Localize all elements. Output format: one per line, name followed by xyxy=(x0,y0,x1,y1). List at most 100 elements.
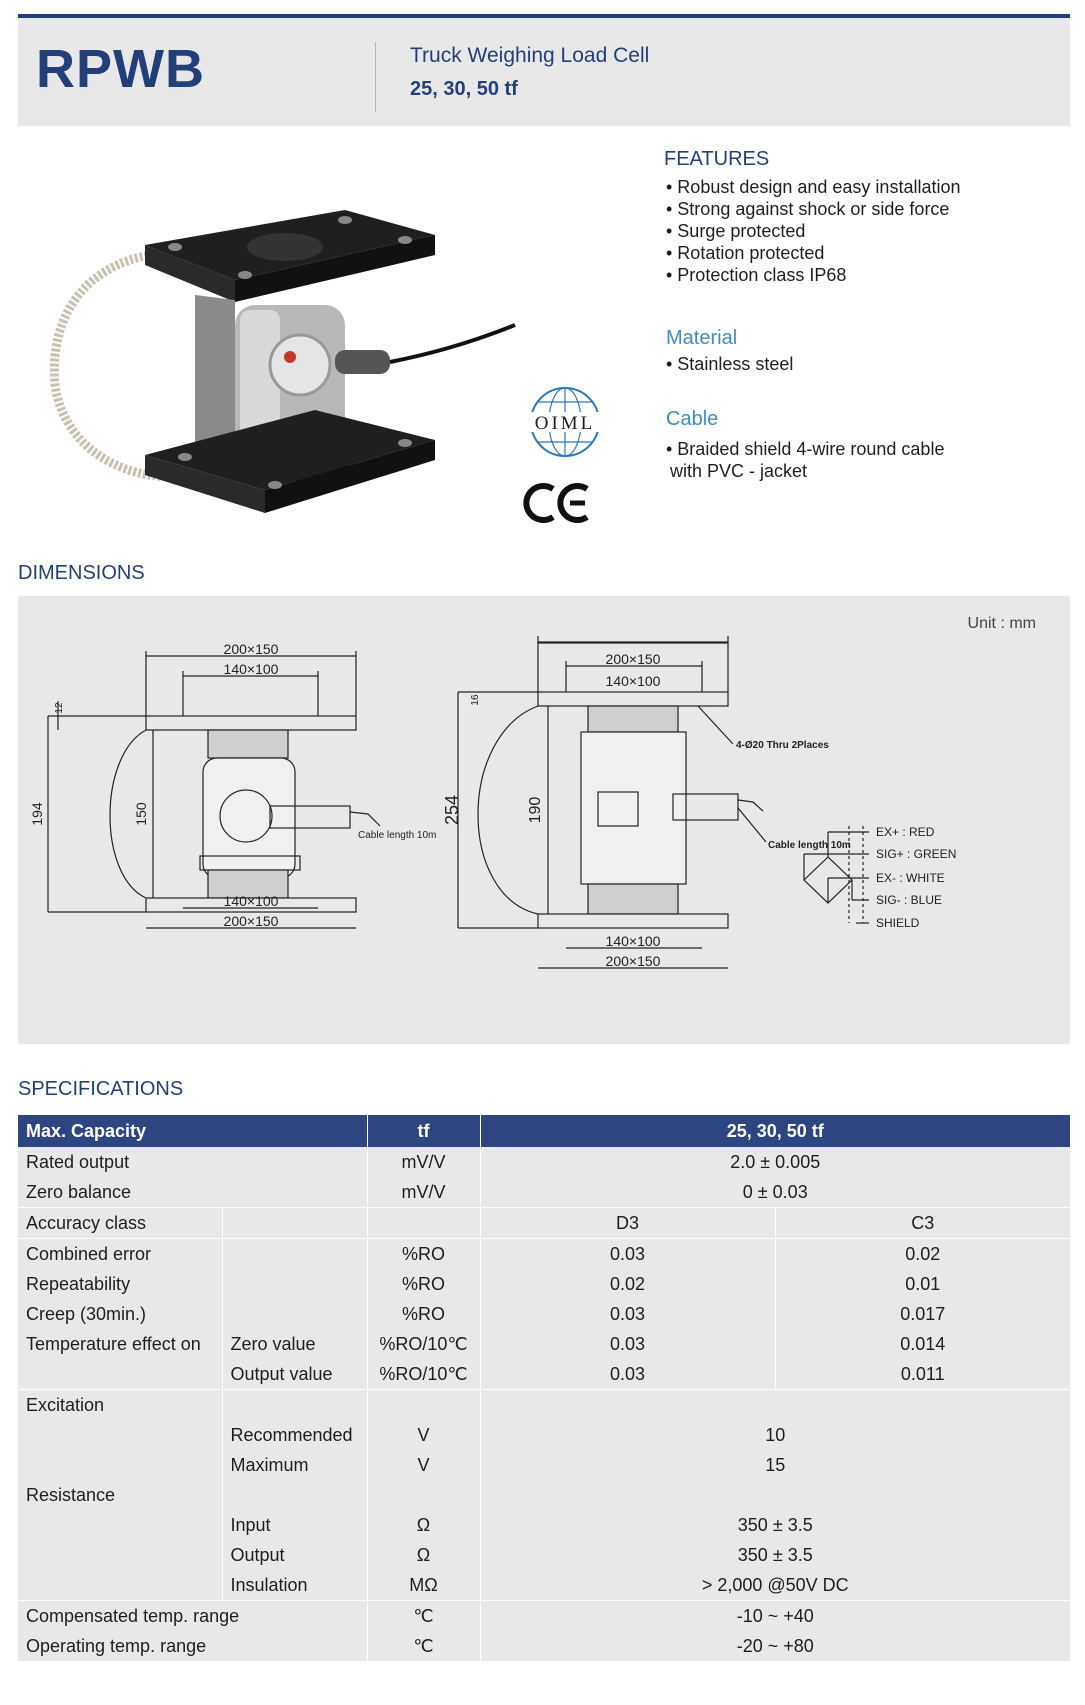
resistance-insulation-value: > 2,000 @50V DC xyxy=(479,1570,1070,1601)
temp-zero-unit: %RO/10℃ xyxy=(366,1329,480,1359)
temp-zero-c3: 0.014 xyxy=(774,1329,1070,1359)
wire-ex-plus: EX+ : RED xyxy=(876,825,935,839)
table-cell-empty xyxy=(221,1269,367,1299)
repeatability-c3: 0.01 xyxy=(774,1269,1070,1299)
table-cell-empty xyxy=(18,1359,222,1390)
temp-output-c3: 0.011 xyxy=(774,1359,1070,1390)
product-photo xyxy=(49,210,516,513)
repeatability-label: Repeatability xyxy=(18,1269,222,1299)
table-cell-empty xyxy=(221,1207,367,1239)
operating-temp-label: Operating temp. range xyxy=(18,1631,367,1661)
resistance-insulation-unit: MΩ xyxy=(366,1570,480,1601)
rated-output-unit: mV/V xyxy=(366,1147,480,1177)
table-row: Creep (30min.) %RO 0.03 0.017 xyxy=(18,1299,1070,1329)
table-cell-empty xyxy=(18,1540,222,1570)
temp-output-d3: 0.03 xyxy=(479,1359,775,1390)
capacity-line: 25, 30, 50 tf xyxy=(410,78,518,100)
dimensions-heading: DIMENSIONS xyxy=(18,562,145,584)
specifications-table: Max. Capacity tf 25, 30, 50 tf Rated out… xyxy=(18,1115,1070,1661)
combined-error-d3: 0.03 xyxy=(479,1238,775,1269)
features-heading: FEATURES xyxy=(664,148,770,170)
header-divider xyxy=(375,42,376,112)
table-row: Zero balance mV/V 0 ± 0.03 xyxy=(18,1177,1070,1208)
accuracy-c3: C3 xyxy=(774,1207,1070,1239)
rated-output-label: Rated output xyxy=(18,1147,367,1177)
temp-output-unit: %RO/10℃ xyxy=(366,1359,480,1390)
resistance-insulation-label: Insulation xyxy=(221,1570,367,1601)
left-top-outer-dim: 200×150 xyxy=(224,641,279,657)
specifications-heading: SPECIFICATIONS xyxy=(18,1078,184,1100)
creep-d3: 0.03 xyxy=(479,1299,775,1329)
resistance-input-value: 350 ± 3.5 xyxy=(479,1510,1070,1540)
table-cell-empty xyxy=(366,1207,480,1239)
table-row: Temperature effect on Zero value %RO/10℃… xyxy=(18,1329,1070,1359)
temperature-effect-label: Temperature effect on xyxy=(18,1329,222,1359)
cable-heading: Cable xyxy=(666,408,719,430)
temp-zero-value-label: Zero value xyxy=(221,1329,367,1359)
table-row: Compensated temp. range ℃ -10 ~ +40 xyxy=(18,1600,1070,1631)
table-cell-empty xyxy=(18,1570,222,1601)
zero-balance-label: Zero balance xyxy=(18,1177,367,1208)
combined-error-c3: 0.02 xyxy=(774,1238,1070,1269)
left-bottom-inner-dim: 140×100 xyxy=(224,893,279,909)
excitation-label: Excitation xyxy=(18,1389,222,1420)
cable-line-1: • Braided shield 4-wire round cable xyxy=(666,439,945,459)
table-row: Output value %RO/10℃ 0.03 0.011 xyxy=(18,1359,1070,1390)
table-row: Insulation MΩ > 2,000 @50V DC xyxy=(18,1570,1070,1601)
material-list: • Stainless steel xyxy=(666,353,793,375)
left-height-body: 150 xyxy=(133,802,149,826)
right-height-total: 254 xyxy=(442,795,462,825)
resistance-input-unit: Ω xyxy=(366,1510,480,1540)
table-header-row: Max. Capacity tf 25, 30, 50 tf xyxy=(18,1115,1070,1147)
table-cell-empty xyxy=(366,1480,480,1510)
table-row: Operating temp. range ℃ -20 ~ +80 xyxy=(18,1631,1070,1661)
left-top-inner-dim: 140×100 xyxy=(224,661,279,677)
table-cell-empty xyxy=(366,1389,480,1420)
compensated-temp-unit: ℃ xyxy=(366,1600,480,1631)
unit-label: Unit : mm xyxy=(968,615,1036,632)
table-row: Maximum V 15 xyxy=(18,1450,1070,1480)
wire-sig-minus: SIG- : BLUE xyxy=(876,893,942,907)
model-title: RPWB xyxy=(36,39,205,99)
resistance-input-label: Input xyxy=(221,1510,367,1540)
table-cell-empty xyxy=(479,1480,1070,1510)
table-cell-empty xyxy=(18,1450,222,1480)
resistance-output-value: 350 ± 3.5 xyxy=(479,1540,1070,1570)
product-subtitle: Truck Weighing Load Cell xyxy=(410,44,650,67)
certification-logos: OIML xyxy=(521,387,609,523)
left-plate-thickness: 12 xyxy=(54,702,65,714)
left-view xyxy=(47,651,381,929)
header-band xyxy=(18,18,1070,126)
resistance-output-unit: Ω xyxy=(366,1540,480,1570)
wire-shield: SHIELD xyxy=(876,916,920,930)
excitation-recommended-unit: V xyxy=(366,1420,480,1450)
compensated-temp-label: Compensated temp. range xyxy=(18,1600,367,1631)
resistance-output-label: Output xyxy=(221,1540,367,1570)
max-capacity-label: Max. Capacity xyxy=(18,1115,367,1147)
ce-mark-icon xyxy=(523,483,589,523)
table-cell-empty xyxy=(221,1389,367,1420)
wiring-diagram-icon xyxy=(803,826,869,924)
table-row: Output Ω 350 ± 3.5 xyxy=(18,1540,1070,1570)
table-row: Excitation xyxy=(18,1389,1070,1420)
right-holes-note: 4-Ø20 Thru 2Places xyxy=(736,740,829,751)
table-cell-empty xyxy=(221,1480,367,1510)
excitation-maximum-label: Maximum xyxy=(221,1450,367,1480)
table-cell-empty xyxy=(18,1510,222,1540)
right-view xyxy=(457,636,767,969)
feature-item: • Surge protected xyxy=(666,221,806,241)
operating-temp-unit: ℃ xyxy=(366,1631,480,1661)
max-capacity-unit: tf xyxy=(366,1115,480,1147)
feature-item: • Strong against shock or side force xyxy=(666,199,950,219)
right-top-inner-dim: 140×100 xyxy=(606,673,661,689)
feature-item: • Robust design and easy installation xyxy=(666,177,961,197)
table-row: Repeatability %RO 0.02 0.01 xyxy=(18,1269,1070,1299)
excitation-recommended-value: 10 xyxy=(479,1420,1070,1450)
right-cable-length: Cable length 10m xyxy=(768,840,851,851)
excitation-maximum-unit: V xyxy=(366,1450,480,1480)
table-cell-empty xyxy=(18,1420,222,1450)
table-row: Combined error %RO 0.03 0.02 xyxy=(18,1238,1070,1269)
accuracy-class-label: Accuracy class xyxy=(18,1207,222,1239)
creep-unit: %RO xyxy=(366,1299,480,1329)
accuracy-d3: D3 xyxy=(479,1207,775,1239)
